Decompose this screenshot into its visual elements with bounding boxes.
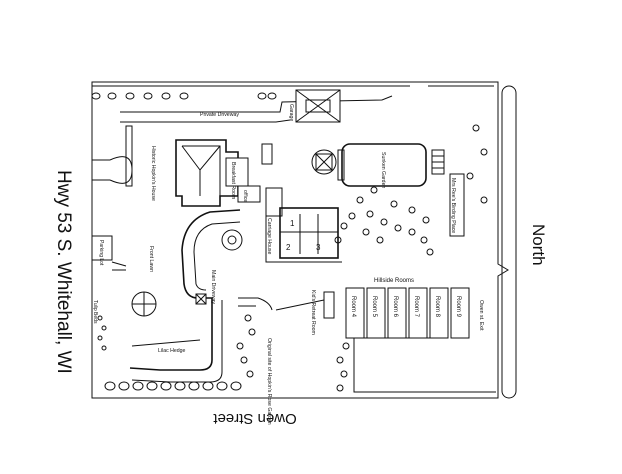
carriage-unit-3: 3 <box>316 243 321 252</box>
tree-icon <box>132 381 144 391</box>
hillside-rooms-label: Hillside Rooms <box>374 278 414 284</box>
shrub-icon <box>356 196 364 204</box>
shrub-icon <box>342 342 350 350</box>
shrub-icon <box>336 384 344 392</box>
tree-icon <box>267 92 277 100</box>
carriage-house-label: Carriage House <box>266 218 272 254</box>
tree-icon <box>125 92 135 100</box>
shrub-icon <box>246 370 254 378</box>
shrub-icon <box>394 224 402 232</box>
room-label: Room 4 <box>350 296 356 318</box>
shrub-icon <box>390 200 398 208</box>
shrub-icon <box>334 236 342 244</box>
garage-label: Garage <box>288 104 294 121</box>
birding-place-label: Mrs Ree's Birding Place <box>450 178 456 233</box>
private-driveway: Private Driveway <box>120 95 393 123</box>
tree-icon <box>257 92 267 100</box>
tree-icon <box>143 92 153 100</box>
owen-street-label: Owen Street <box>212 410 296 427</box>
shrub-icon <box>244 314 252 322</box>
tree-icon <box>179 92 189 100</box>
tree-icon <box>104 381 116 391</box>
shrub-icon <box>426 248 434 256</box>
tulip-beds: Tulip Beds <box>92 300 107 351</box>
tree-row-bottom <box>104 381 242 391</box>
shrub-icon <box>422 216 430 224</box>
tree-icon <box>230 381 242 391</box>
tree-row-top <box>91 92 277 100</box>
tree-icon <box>118 381 130 391</box>
rose-garden-label: Original site of Hopkin's Rose Garden <box>266 338 272 425</box>
shrub-icon <box>240 356 248 364</box>
historic-house-label: Historic Hopkin's House <box>150 146 156 201</box>
front-porch <box>92 125 133 187</box>
sunken-garden-label: Sunken Garden <box>380 152 386 188</box>
tree-icon <box>216 381 228 391</box>
shrub-icon <box>236 342 244 350</box>
gazebo <box>311 149 337 175</box>
shrub-icon <box>366 210 374 218</box>
shrub-icon <box>248 328 256 336</box>
shrub-icon <box>362 228 370 236</box>
kids-retreat-room: Kid's Retreat Room <box>275 290 335 335</box>
parking-lot-label: Parking Lot <box>98 240 104 266</box>
private-driveway-label: Private Driveway <box>200 112 239 118</box>
breakfast-room-label: Breakfast Room <box>230 162 236 199</box>
tree-icon <box>188 381 200 391</box>
carriage-unit-2: 2 <box>286 243 291 252</box>
room-box <box>429 287 449 339</box>
office-label: office <box>242 190 248 202</box>
shrub-icon <box>380 218 388 226</box>
kids-retreat-label: Kid's Retreat Room <box>310 290 316 335</box>
main-driveway-label: Main Driveway <box>210 270 216 304</box>
shrub-icon <box>376 236 384 244</box>
highway-label: Hwy 53 S. Whitehall, WI <box>53 170 74 374</box>
fountain <box>131 229 243 317</box>
birding-place: Mrs Ree's Birding Place <box>449 124 488 237</box>
tree-icon <box>91 92 101 100</box>
shrub-icon <box>340 222 348 230</box>
highway-road: North <box>501 85 548 399</box>
shrub-icon <box>420 236 428 244</box>
tree-icon <box>202 381 214 391</box>
garage: Garage <box>288 89 341 123</box>
room-label: Room 7 <box>413 296 419 318</box>
room-list: Room 4 Room 5 Room 6 Room 7 Room 8 Room 9 <box>345 287 470 339</box>
carriage-house: 1 2 3 Carriage House <box>265 187 342 263</box>
tree-icon <box>146 381 158 391</box>
lilac-hedge-label: Lilac Hedge <box>158 348 186 354</box>
parking-lot: Parking Lot <box>91 235 127 271</box>
front-lawn-label: Front Lawn <box>148 246 154 272</box>
tree-icon <box>174 381 186 391</box>
owen-exit-label: Owen st. Exit <box>478 300 484 331</box>
tree-icon <box>107 92 117 100</box>
room-label: Room 8 <box>434 296 440 318</box>
historic-house: Breakfast Room office Historic Hopkin's … <box>150 139 273 207</box>
shrub-icon <box>408 206 416 214</box>
property-boundary <box>91 81 509 399</box>
north-label: North <box>529 224 548 266</box>
shrub-icon <box>370 186 378 194</box>
tree-icon <box>161 92 171 100</box>
shrub-icon <box>336 356 344 364</box>
tulip-beds-label: Tulip Beds <box>92 300 98 324</box>
carriage-unit-1: 1 <box>290 219 295 228</box>
lilac-hedge: Lilac Hedge <box>131 339 201 354</box>
shrub-icon <box>348 212 356 220</box>
room-label: Room 9 <box>455 296 461 318</box>
shrub-icon <box>408 228 416 236</box>
sunken-garden: Sunken Garden <box>337 143 445 188</box>
shrub-icon <box>340 370 348 378</box>
room-label: Room 6 <box>392 296 398 318</box>
room-label: Room 5 <box>371 296 377 318</box>
garden-beds <box>236 186 434 392</box>
room-box <box>450 287 470 339</box>
tree-icon <box>160 381 172 391</box>
